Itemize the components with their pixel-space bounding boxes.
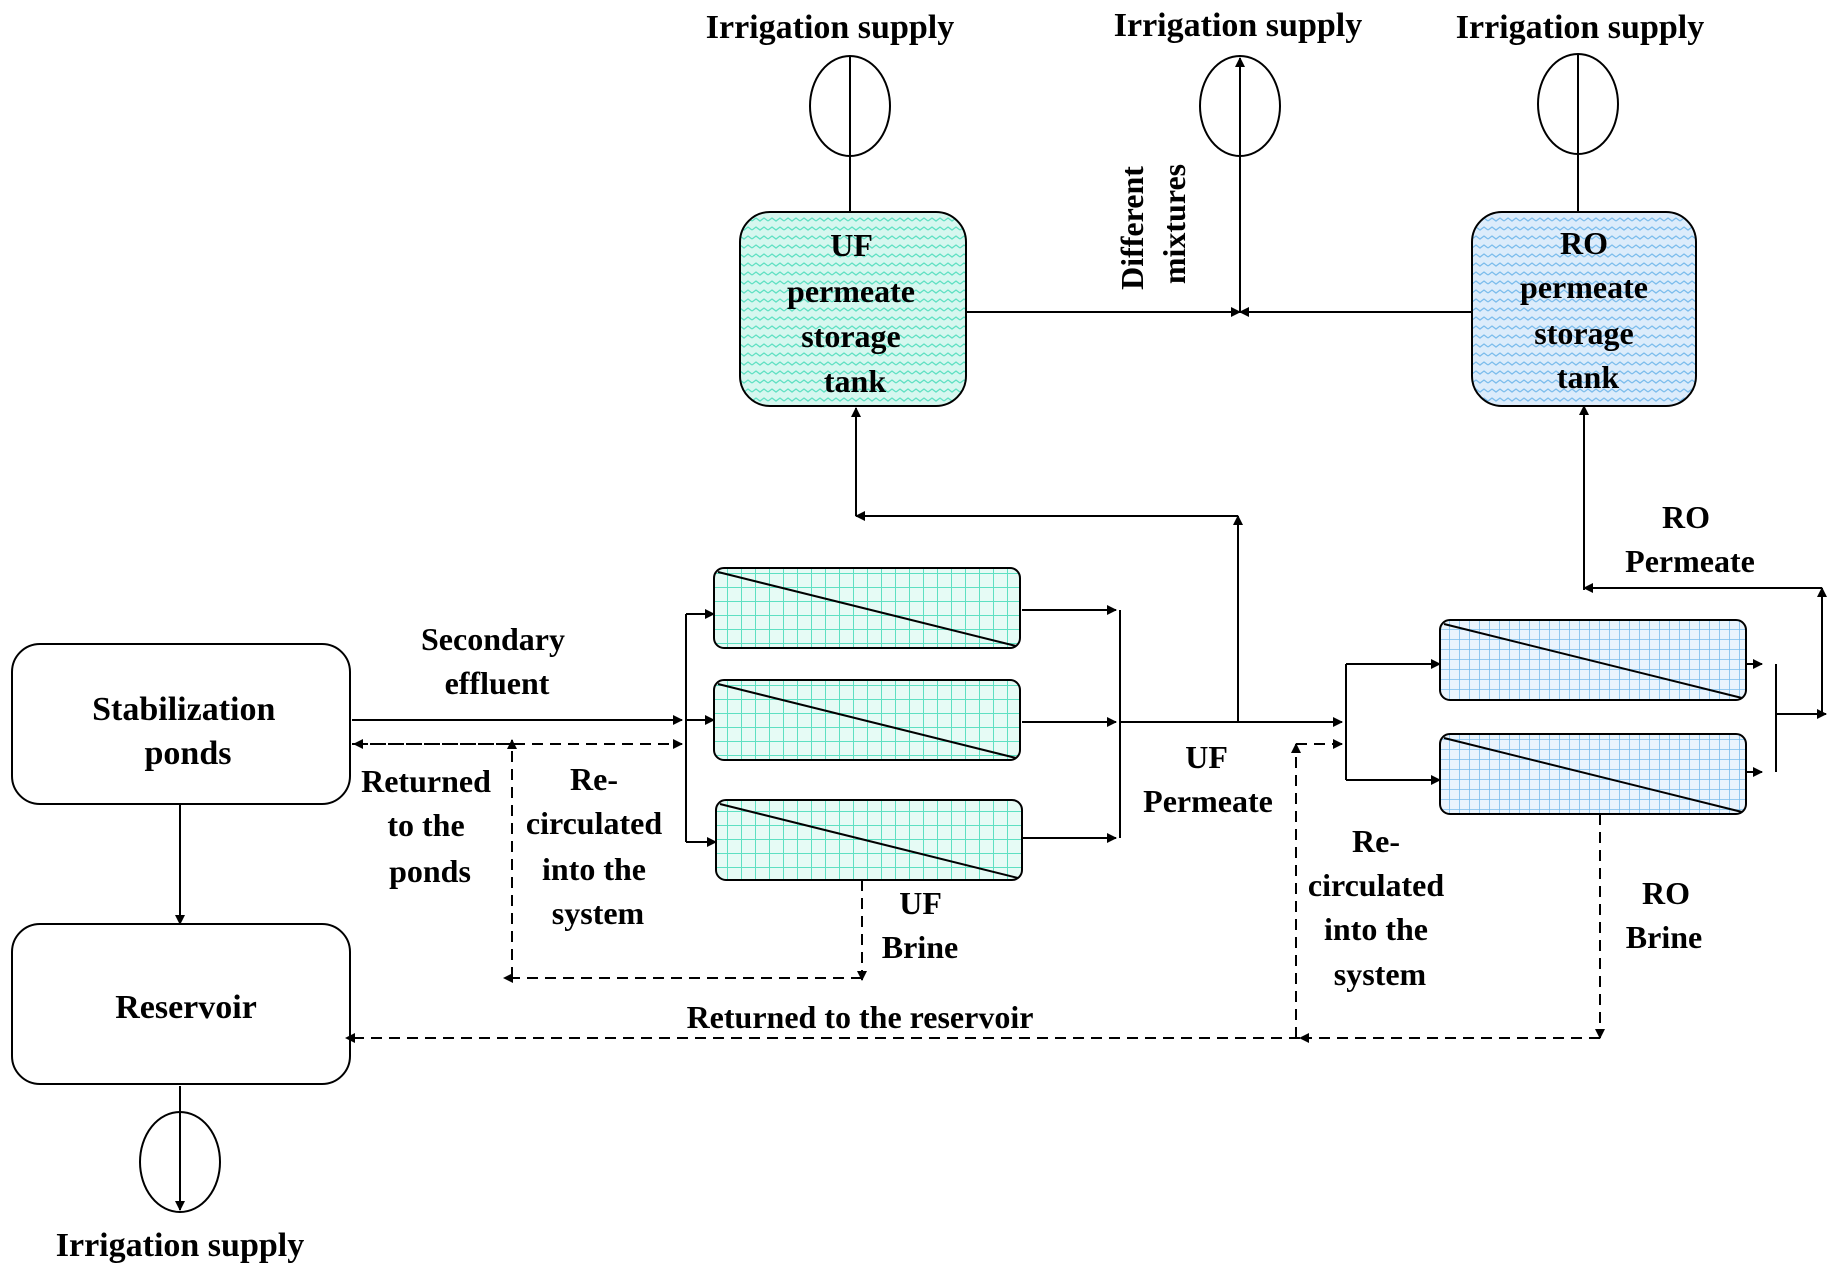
recirculated-label-ro: Re- circulated into the system	[1308, 823, 1452, 992]
ro-permeate-flow: RO Permeate	[1579, 405, 1827, 777]
irrigation-supply-label-mixtures: Irrigation supply	[1114, 7, 1362, 44]
svg-text:UF Permeate: UF Permeate	[1143, 739, 1273, 819]
stabilization-ponds: Stabilization ponds	[11, 643, 351, 805]
ro-inlet-manifold	[1345, 659, 1441, 785]
irrigation-outlet-reservoir: Irrigation supply	[56, 1086, 304, 1264]
uf-permeate-storage-tank: UF permeate storage tank	[739, 211, 967, 407]
svg-text:UF Brine: UF Brine	[882, 885, 958, 965]
svg-text:RO Permeate: RO Permeate	[1625, 499, 1755, 579]
recirculated-label-uf: Re- circulated into the system	[526, 761, 670, 931]
svg-text:RO Brine: RO Brine	[1626, 875, 1702, 955]
svg-text:Secondary effluent: Secondary effluent	[421, 621, 573, 701]
svg-text:UF permeate storag: UF permeate storage tank	[787, 227, 923, 399]
different-mixtures-label: Different mixtures	[1114, 158, 1192, 290]
irrigation-supply-label-reservoir: Irrigation supply	[56, 1227, 304, 1264]
ro-brine-flow: RO Brine Re- circulated into the system …	[345, 739, 1702, 1043]
uf-permeate-flow: UF Permeate	[851, 407, 1343, 819]
uf-module-3	[715, 799, 1023, 881]
svg-text:Reservoir: Reservoir	[115, 989, 257, 1026]
irrigation-outlet-uf: Irrigation supply	[706, 9, 954, 212]
uf-inlet-manifold	[685, 609, 717, 847]
mixing-line: Different mixtures	[966, 158, 1472, 317]
returned-to-reservoir-label: Returned to the reservoir	[687, 999, 1034, 1035]
reservoir: Reservoir	[11, 923, 351, 1085]
uf-brine-flow: UF Brine Returned to the ponds Re- circu…	[352, 739, 958, 983]
ro-permeate-storage-tank: RO permeate storage tank	[1471, 211, 1697, 407]
ro-module-1	[1439, 619, 1747, 701]
svg-text:Stabilization ponds: Stabilization ponds	[92, 691, 284, 772]
ro-module-2	[1439, 733, 1747, 815]
uf-module-1	[713, 567, 1021, 649]
irrigation-supply-label-uf: Irrigation supply	[706, 9, 954, 46]
svg-text:RO permeate storag: RO permeate storage tank	[1520, 225, 1656, 395]
irrigation-supply-label-ro: Irrigation supply	[1456, 9, 1704, 46]
irrigation-outlet-mixtures: Irrigation supply	[1114, 7, 1362, 312]
uf-outlet-manifold	[1022, 605, 1121, 843]
returned-to-ponds-label: Returned to the ponds	[361, 763, 499, 889]
uf-module-2	[713, 679, 1021, 761]
irrigation-outlet-ro: Irrigation supply	[1456, 9, 1704, 212]
secondary-effluent-flow: Secondary effluent	[352, 621, 683, 725]
